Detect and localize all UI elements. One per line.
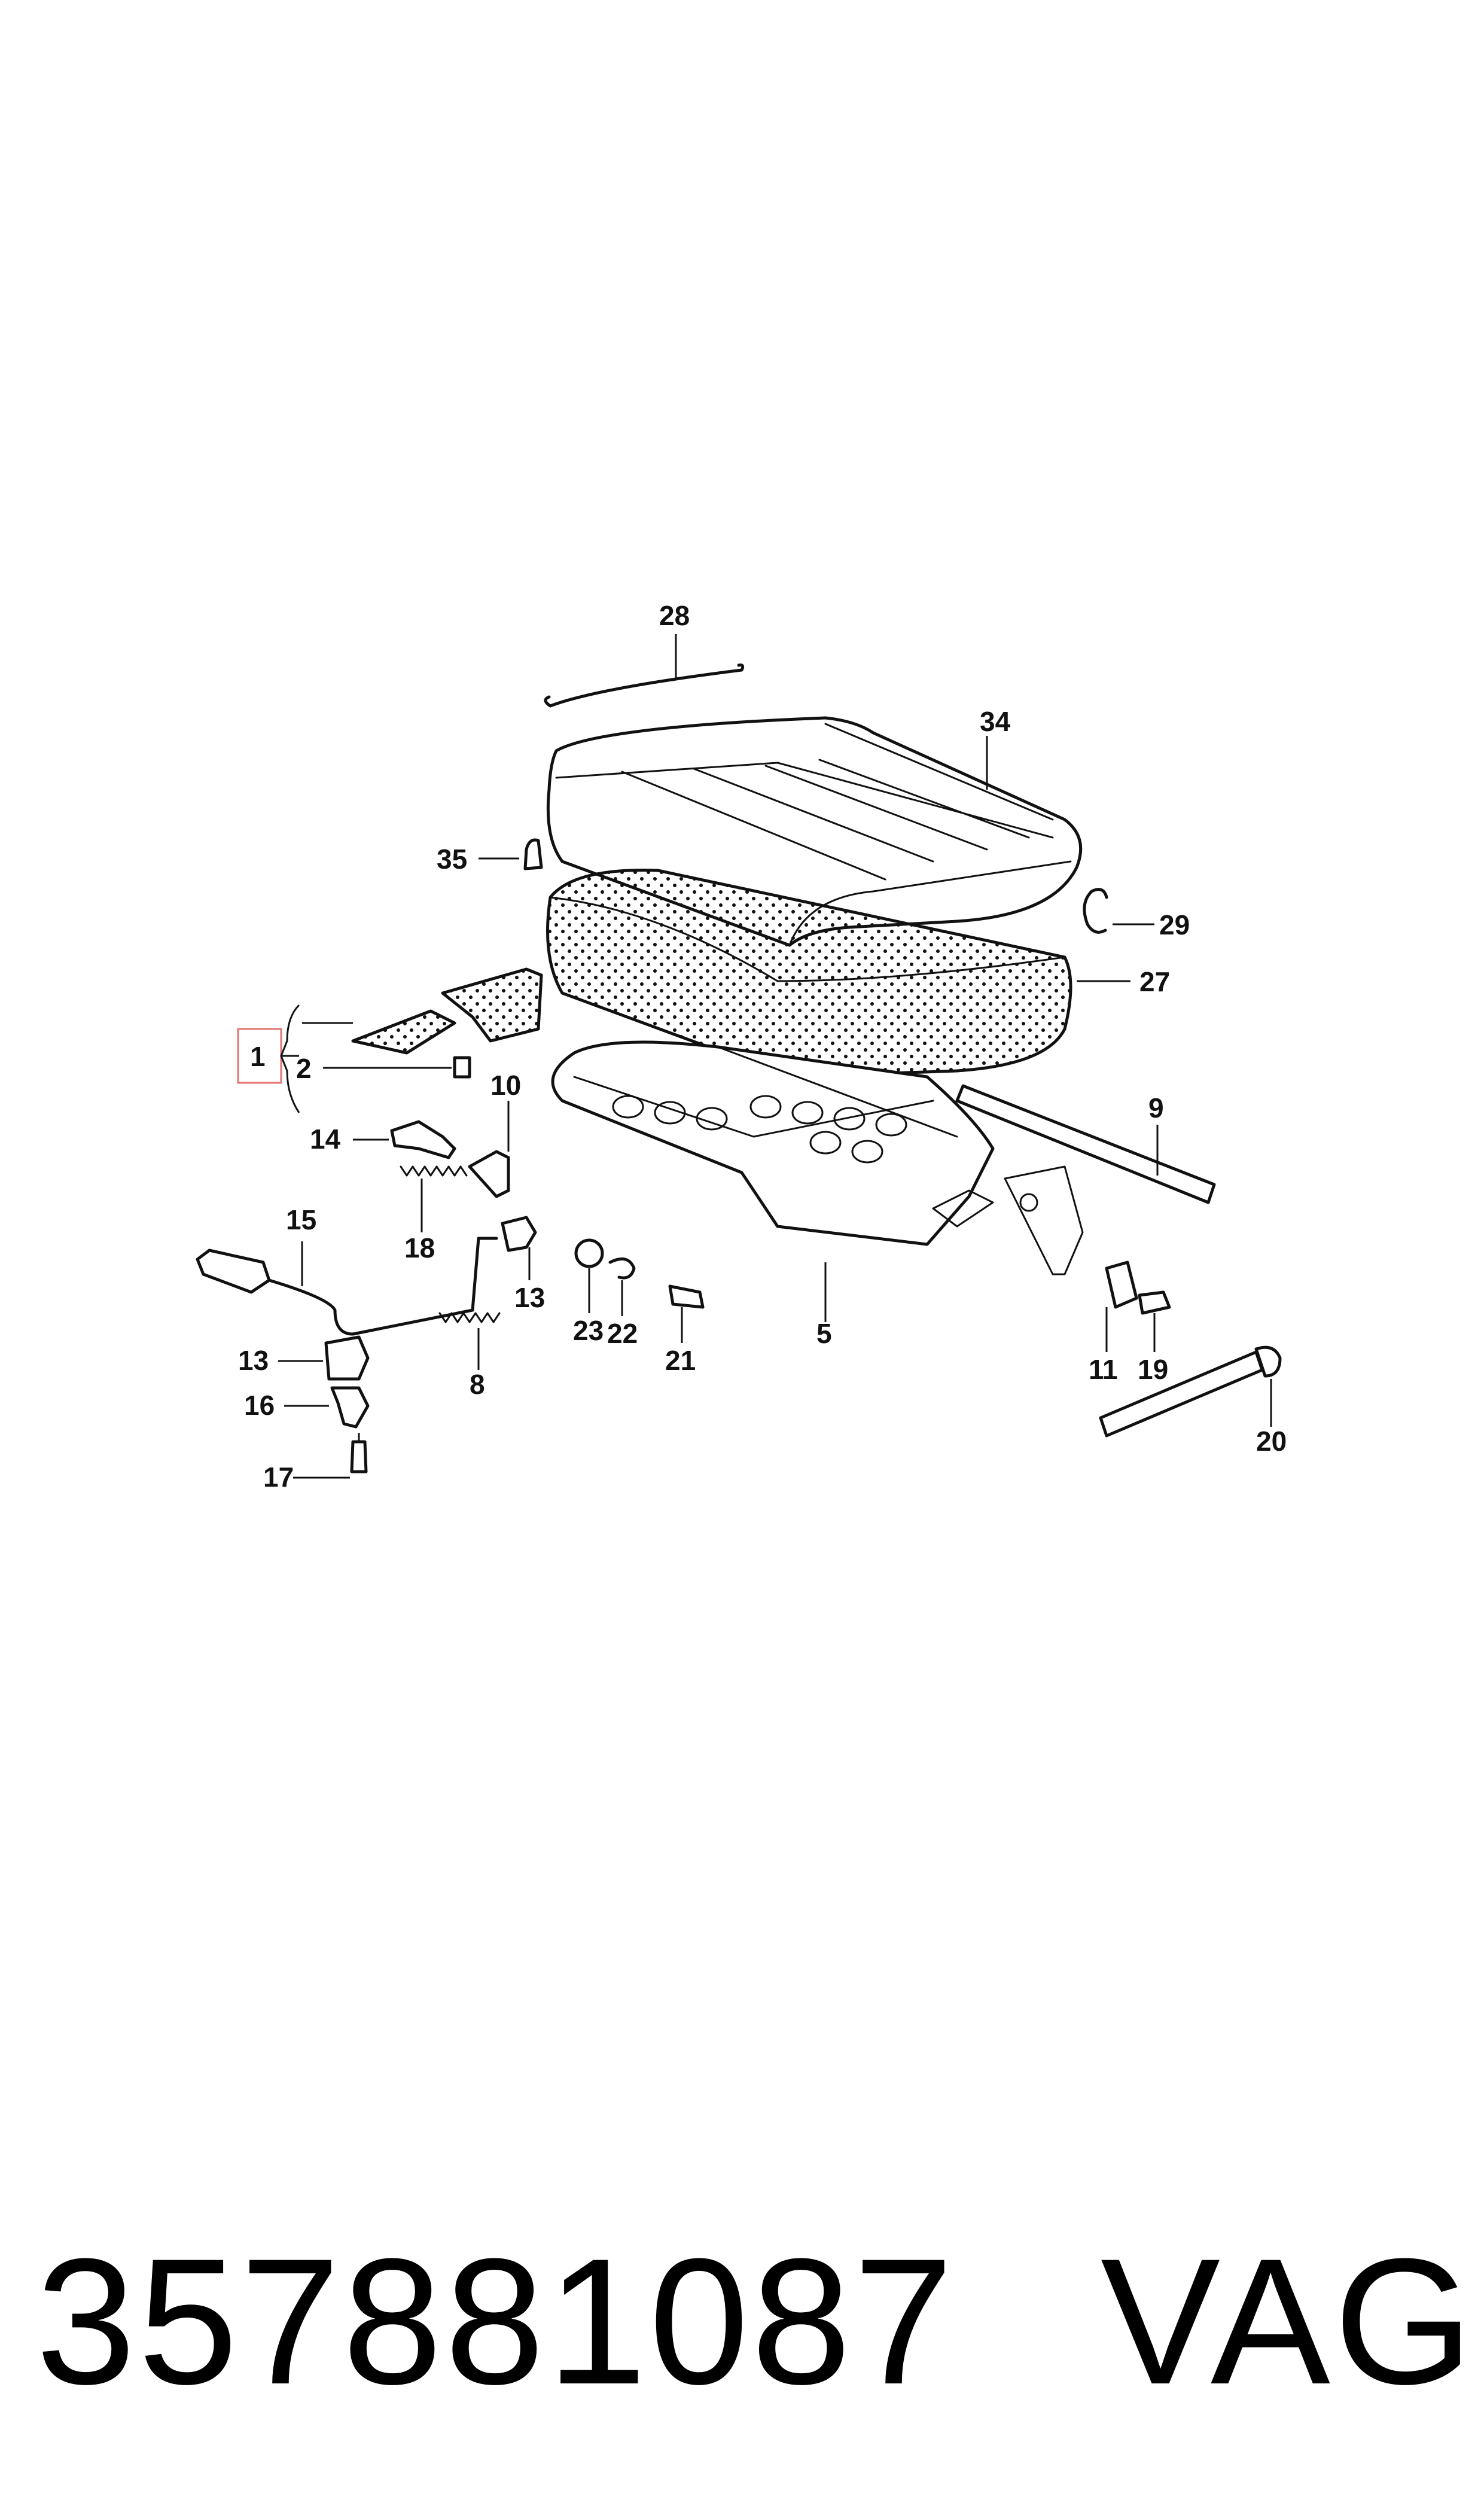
part-18-spring (400, 1165, 468, 1232)
part-10-bracket (468, 1101, 510, 1198)
part-17-screw (293, 1433, 368, 1479)
callout-17: 17 (263, 1462, 294, 1493)
part-11-clip (1105, 1260, 1138, 1352)
part-19-clip (1138, 1290, 1171, 1352)
callout-14: 14 (310, 1123, 341, 1155)
part-22-washer (608, 1257, 636, 1316)
callout-10: 10 (490, 1070, 521, 1101)
part-21-bolt (668, 1284, 705, 1343)
callout-19: 19 (1138, 1354, 1168, 1385)
callout-20: 20 (1256, 1426, 1287, 1457)
callout-15: 15 (286, 1204, 316, 1235)
callout-22: 22 (607, 1318, 638, 1349)
part-14-lever-pin (353, 1120, 456, 1159)
footer: 357881087 VAG (0, 2213, 1484, 2429)
part-15-release-lever (196, 1237, 498, 1336)
callout-28: 28 (659, 600, 690, 631)
part-35-clip (479, 838, 543, 870)
callout-8: 8 (470, 1369, 485, 1400)
part-23-nut (574, 1238, 604, 1313)
part-1-bracket (302, 967, 543, 1055)
part-1-group (237, 1004, 300, 1113)
callout-13-lower: 13 (238, 1345, 269, 1376)
part-9-rail-strip (955, 1084, 1216, 1204)
part-2-clip (323, 1056, 471, 1079)
part-13-bushing-lower (278, 1335, 370, 1381)
part-16-bracket (284, 1386, 370, 1429)
callout-9: 9 (1148, 1092, 1164, 1123)
callout-27: 27 (1139, 966, 1170, 997)
part-number: 357881087 (36, 2221, 956, 2422)
part-5-seat-frame (551, 1040, 1084, 1322)
brand-name: VAG (1101, 2221, 1477, 2422)
callout-13-upper: 13 (514, 1282, 545, 1313)
callout-21: 21 (665, 1345, 696, 1376)
part-28-wire-rod (544, 634, 745, 708)
part-29-ring (1083, 888, 1154, 934)
highlight-box (237, 1028, 282, 1084)
callout-18: 18 (404, 1232, 435, 1263)
callout-29: 29 (1159, 909, 1190, 940)
callout-16: 16 (244, 1390, 275, 1421)
callout-23: 23 (573, 1315, 604, 1346)
callout-5: 5 (816, 1318, 832, 1349)
callout-34: 34 (980, 706, 1011, 737)
part-20-rail (1099, 1345, 1282, 1438)
callout-35: 35 (437, 844, 467, 875)
callout-1: 1 (250, 1041, 266, 1072)
part-8-spring (438, 1312, 501, 1370)
part-27-foam-pad (546, 869, 1130, 1079)
part-13-bushing-upper (501, 1216, 537, 1280)
callout-2: 2 (296, 1053, 312, 1084)
callout-11: 11 (1089, 1354, 1118, 1385)
